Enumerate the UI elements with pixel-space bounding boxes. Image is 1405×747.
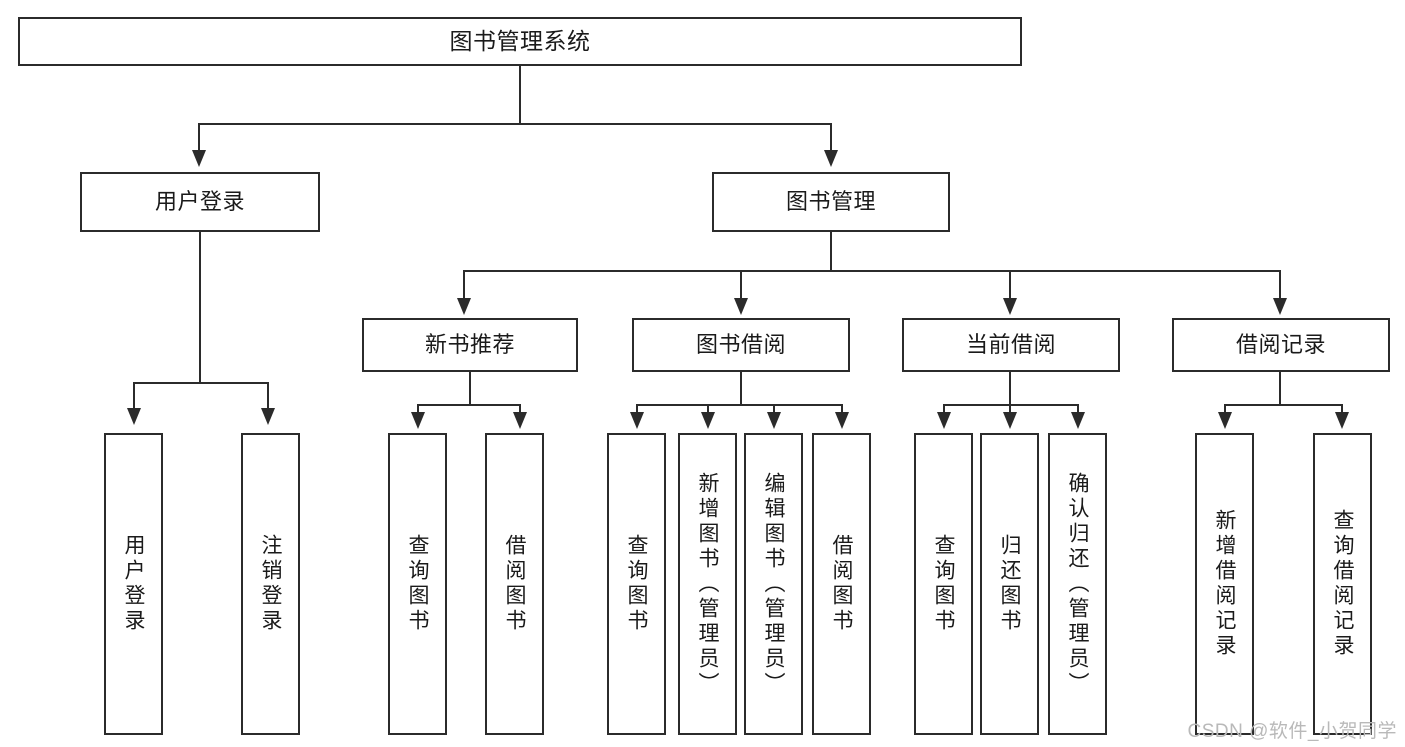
- node-leaf-confirm-return[interactable]: 确认归还（管理员）: [1048, 433, 1107, 735]
- node-leaf-borrow-book-1-label: 借阅图书: [503, 534, 526, 634]
- connector-cb-drop-1: [943, 404, 945, 414]
- node-leaf-add-record-label: 新增借阅记录: [1213, 509, 1236, 659]
- connector-book-manage-bus: [463, 270, 1281, 272]
- node-leaf-query-book-2-label: 查询图书: [625, 534, 648, 634]
- connector-book-manage-drop-2: [740, 270, 742, 299]
- node-leaf-borrow-book-2-label: 借阅图书: [830, 534, 853, 634]
- connector-nbr-drop-2: [519, 404, 521, 414]
- connector-current-borrow-stem: [1009, 372, 1011, 405]
- arrowhead-leaf-query-book-2: [630, 412, 644, 429]
- node-leaf-logout-label: 注销登录: [259, 534, 282, 634]
- node-leaf-add-book-label: 新增图书（管理员）: [696, 471, 719, 697]
- node-leaf-add-record[interactable]: 新增借阅记录: [1195, 433, 1254, 735]
- csdn-watermark: CSDN @软件_小贺同学: [1187, 721, 1397, 742]
- arrowhead-current-borrow: [1003, 298, 1017, 315]
- node-leaf-user-login-label: 用户登录: [122, 534, 145, 634]
- node-user-login[interactable]: 用户登录: [80, 172, 320, 232]
- node-leaf-logout[interactable]: 注销登录: [241, 433, 300, 735]
- node-leaf-borrow-book-2[interactable]: 借阅图书: [812, 433, 871, 735]
- arrowhead-leaf-add-book: [701, 412, 715, 429]
- arrowhead-leaf-logout: [261, 408, 275, 425]
- node-leaf-query-book-2[interactable]: 查询图书: [607, 433, 666, 735]
- arrowhead-leaf-query-record: [1335, 412, 1349, 429]
- connector-book-manage-drop-4: [1279, 270, 1281, 299]
- node-root[interactable]: 图书管理系统: [18, 17, 1022, 66]
- connector-book-borrow-bus: [636, 404, 842, 406]
- node-root-label: 图书管理系统: [449, 27, 591, 54]
- connector-new-book-recommend-bus: [417, 404, 521, 406]
- connector-user-login-stem: [199, 232, 201, 383]
- node-current-borrow-label: 当前借阅: [965, 331, 1056, 357]
- connector-user-login-drop-2: [267, 382, 269, 409]
- connector-book-manage-drop-1: [463, 270, 465, 299]
- node-borrow-record[interactable]: 借阅记录: [1172, 318, 1390, 372]
- connector-root-stem: [519, 66, 521, 124]
- connector-bb-drop-1: [636, 404, 638, 414]
- connector-bb-drop-3: [773, 404, 775, 414]
- node-book-borrow[interactable]: 图书借阅: [632, 318, 850, 372]
- connector-root-to-user-login: [198, 123, 200, 151]
- node-leaf-return-book-label: 归还图书: [998, 534, 1021, 634]
- arrowhead-leaf-return-book: [1003, 412, 1017, 429]
- connector-bb-drop-2: [707, 404, 709, 414]
- arrowhead-leaf-user-login: [127, 408, 141, 425]
- connector-cb-drop-2: [1009, 404, 1011, 414]
- node-new-book-recommend[interactable]: 新书推荐: [362, 318, 578, 372]
- connector-book-manage-drop-3: [1009, 270, 1011, 299]
- connector-bb-drop-4: [841, 404, 843, 414]
- node-borrow-record-label: 借阅记录: [1235, 331, 1326, 357]
- connector-book-manage-stem: [830, 232, 832, 271]
- node-leaf-edit-book[interactable]: 编辑图书（管理员）: [744, 433, 803, 735]
- arrowhead-new-book-recommend: [457, 298, 471, 315]
- node-current-borrow[interactable]: 当前借阅: [902, 318, 1120, 372]
- arrowhead-borrow-record: [1273, 298, 1287, 315]
- connector-user-login-drop-1: [133, 382, 135, 409]
- arrowhead-leaf-query-book-1: [411, 412, 425, 429]
- node-leaf-user-login[interactable]: 用户登录: [104, 433, 163, 735]
- node-book-manage[interactable]: 图书管理: [712, 172, 950, 232]
- node-leaf-query-record-label: 查询借阅记录: [1331, 509, 1354, 659]
- node-leaf-query-book-3[interactable]: 查询图书: [914, 433, 973, 735]
- arrowhead-user-login: [192, 150, 206, 167]
- node-leaf-confirm-return-label: 确认归还（管理员）: [1066, 471, 1089, 697]
- arrowhead-leaf-add-record: [1218, 412, 1232, 429]
- connector-br-drop-2: [1341, 404, 1343, 414]
- connector-br-drop-1: [1224, 404, 1226, 414]
- connector-user-login-bus: [133, 382, 268, 384]
- connector-borrow-record-bus: [1224, 404, 1342, 406]
- node-book-borrow-label: 图书借阅: [695, 331, 786, 357]
- connector-new-book-recommend-stem: [469, 372, 471, 405]
- connector-cb-drop-3: [1077, 404, 1079, 414]
- arrowhead-leaf-query-book-3: [937, 412, 951, 429]
- node-user-login-label: 用户登录: [154, 188, 245, 214]
- arrowhead-book-manage: [824, 150, 838, 167]
- connector-book-borrow-stem: [740, 372, 742, 405]
- arrowhead-book-borrow: [734, 298, 748, 315]
- node-leaf-return-book[interactable]: 归还图书: [980, 433, 1039, 735]
- connector-borrow-record-stem: [1279, 372, 1281, 405]
- node-leaf-borrow-book-1[interactable]: 借阅图书: [485, 433, 544, 735]
- node-leaf-add-book[interactable]: 新增图书（管理员）: [678, 433, 737, 735]
- connector-nbr-drop-1: [417, 404, 419, 414]
- node-leaf-query-record[interactable]: 查询借阅记录: [1313, 433, 1372, 735]
- node-leaf-query-book-1[interactable]: 查询图书: [388, 433, 447, 735]
- node-new-book-recommend-label: 新书推荐: [424, 331, 515, 357]
- connector-root-bus: [198, 123, 832, 125]
- node-leaf-query-book-3-label: 查询图书: [932, 534, 955, 634]
- arrowhead-leaf-borrow-book-1: [513, 412, 527, 429]
- arrowhead-leaf-edit-book: [767, 412, 781, 429]
- arrowhead-leaf-borrow-book-2: [835, 412, 849, 429]
- connector-root-to-book-manage: [830, 123, 832, 151]
- node-leaf-query-book-1-label: 查询图书: [406, 534, 429, 634]
- node-book-manage-label: 图书管理: [785, 188, 876, 214]
- arrowhead-leaf-confirm-return: [1071, 412, 1085, 429]
- node-leaf-edit-book-label: 编辑图书（管理员）: [762, 471, 785, 697]
